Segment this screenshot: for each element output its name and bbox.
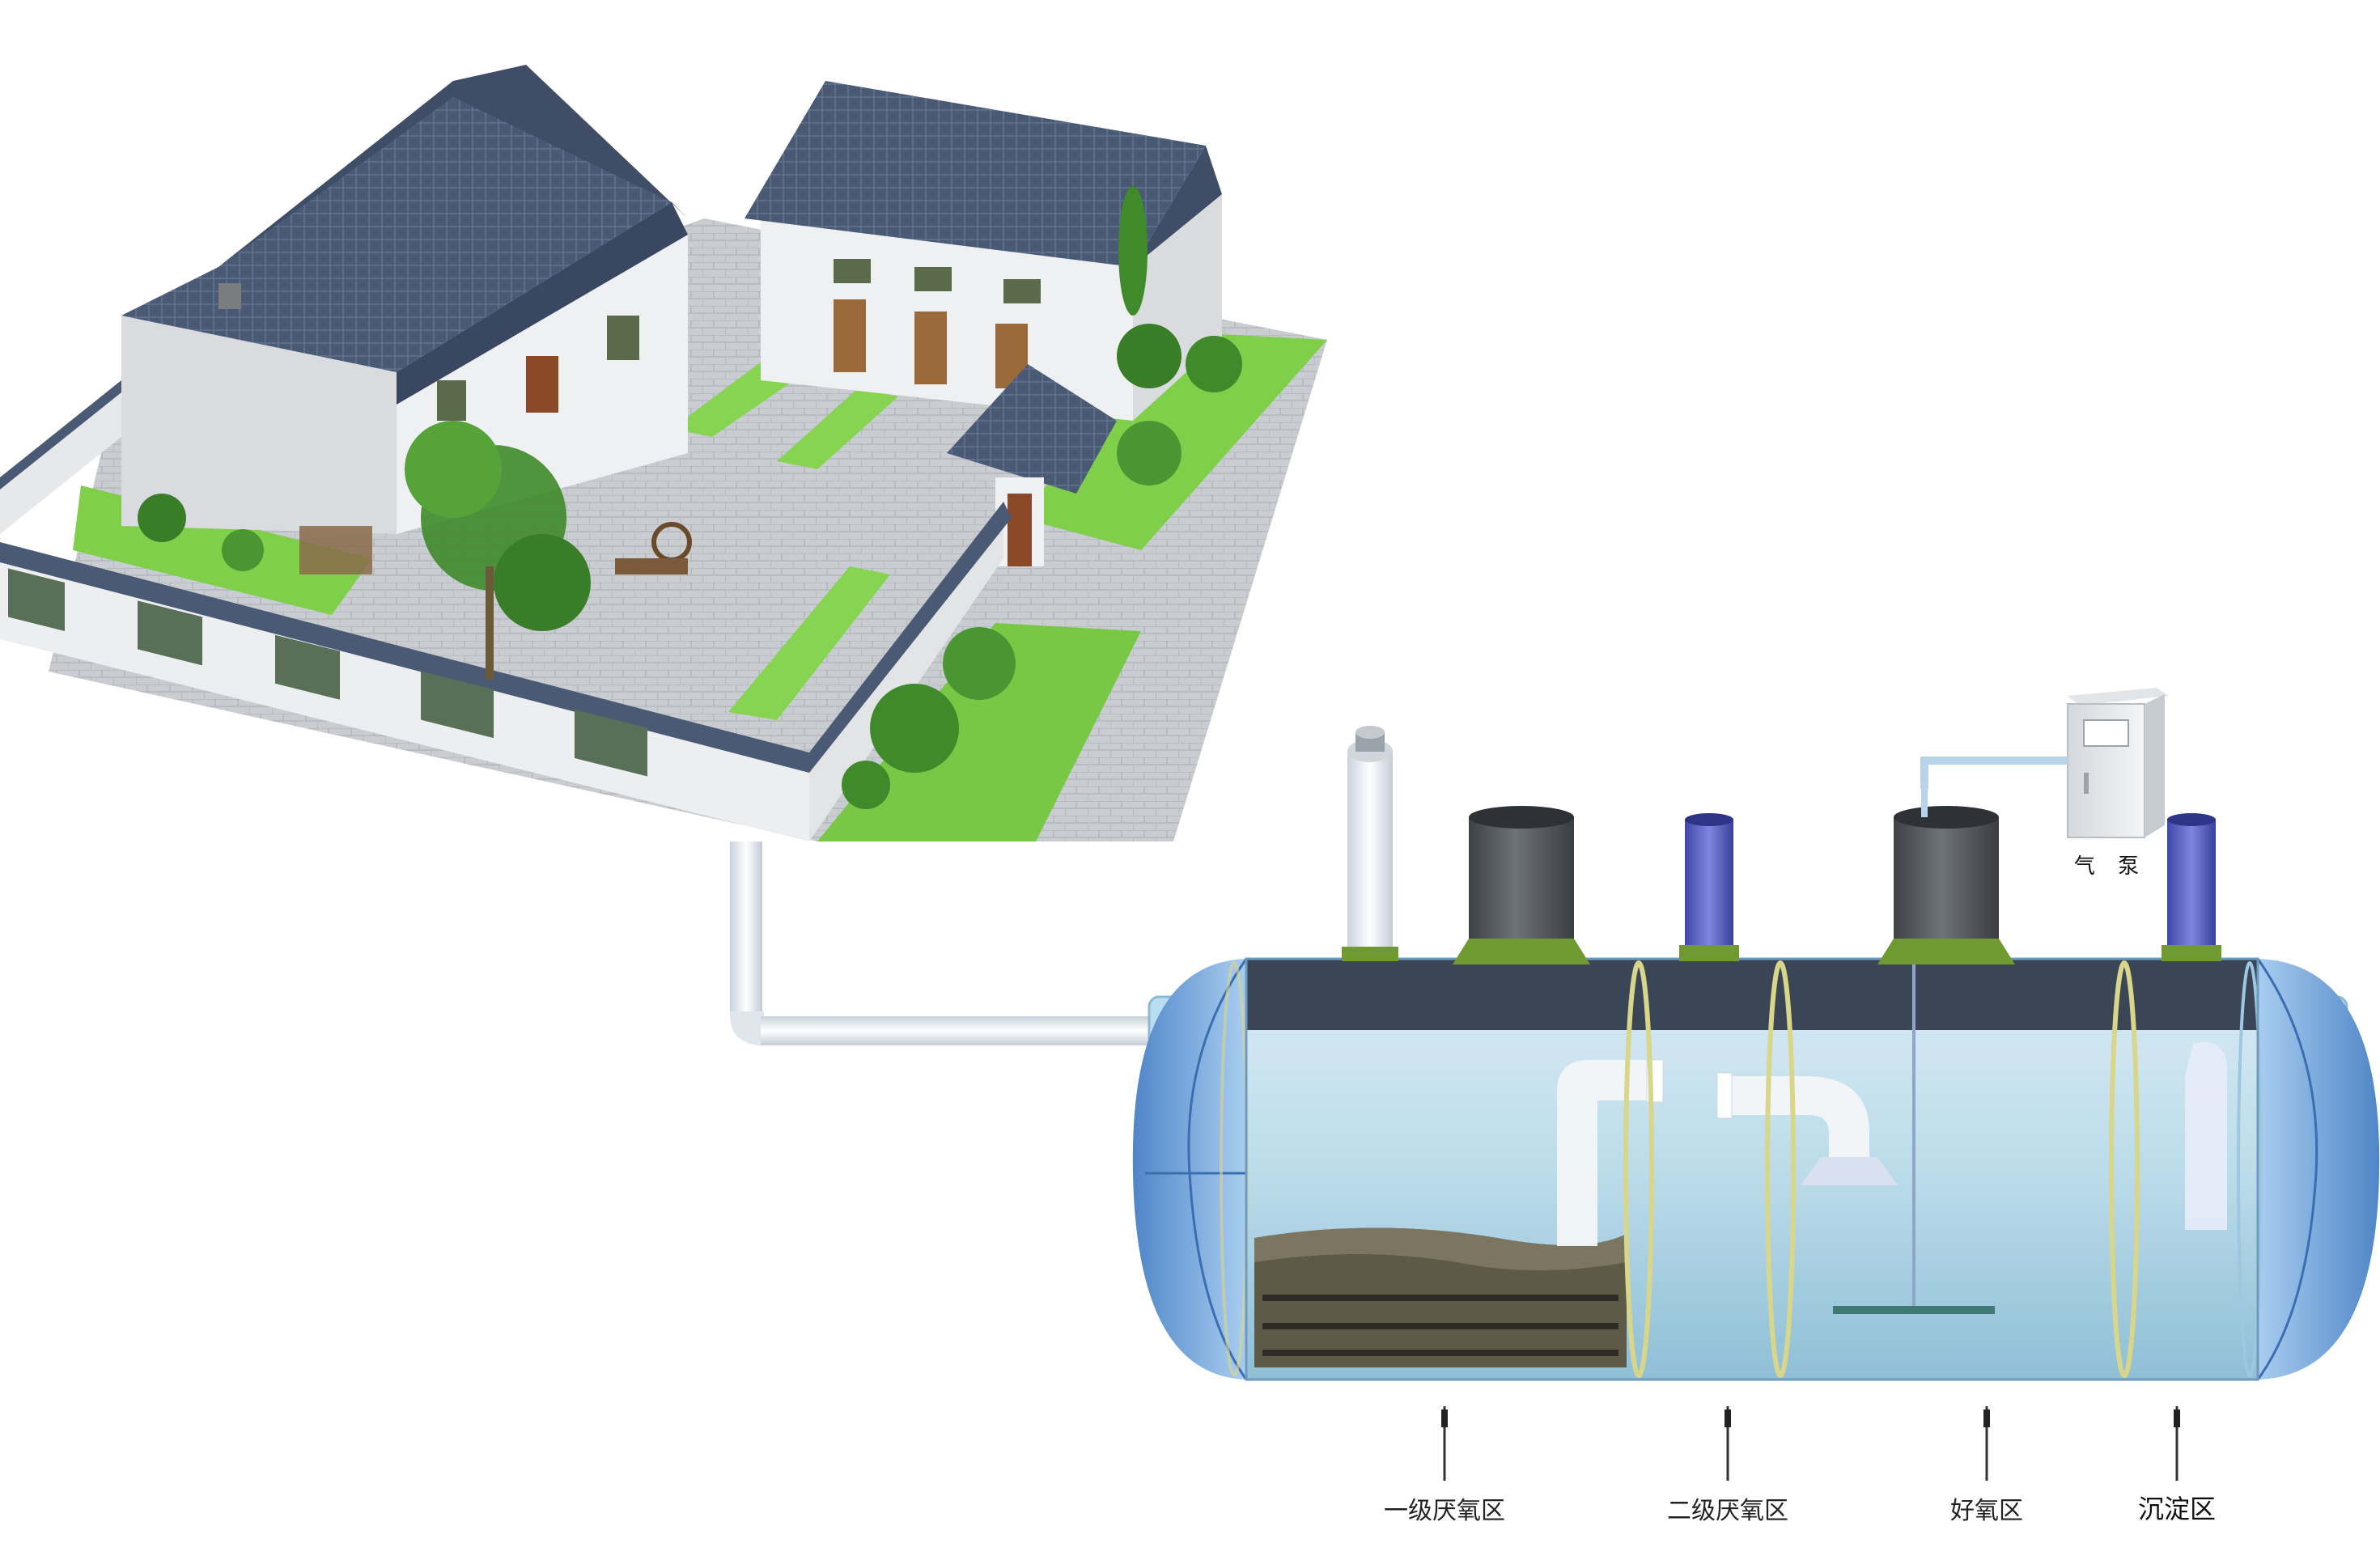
trees — [138, 186, 1242, 809]
zone-marker-3 — [1983, 1406, 1990, 1481]
outer-wall-front — [0, 502, 1012, 841]
air-pump-label: 气 泵 — [2073, 854, 2148, 879]
zone-label-sedimentation: 沉淀区 — [2137, 1494, 2217, 1524]
vent-pipe — [1342, 726, 1398, 961]
inspection-riser-1 — [1679, 813, 1739, 961]
air-line — [1920, 757, 2068, 817]
manhole-riser-1 — [1453, 806, 1590, 964]
treatment-tank — [1132, 957, 2380, 1381]
zone-marker-2 — [1725, 1406, 1731, 1481]
sludge-layer — [1254, 1227, 1627, 1367]
baffles — [1220, 960, 2263, 1378]
tank-end-right — [2258, 959, 2380, 1380]
zone-label-secondary-anaerobic: 二级厌氧区 — [1667, 1497, 1788, 1525]
tank-top-band — [1246, 959, 2258, 1030]
inspection-riser-2 — [2162, 813, 2221, 961]
aeration-diffuser — [1833, 959, 1995, 1314]
outer-wall-left — [0, 388, 121, 534]
lawn-center-2 — [777, 388, 898, 469]
zone-marker-1 — [1441, 1406, 1448, 1481]
lawn-front-right — [817, 623, 1141, 841]
air-pump-cabinet — [2067, 688, 2169, 838]
lawn-center-3 — [728, 566, 890, 720]
courtyard-furniture — [299, 522, 692, 574]
courtyard-house — [0, 65, 1327, 841]
zone-label-aerobic: 好氧区 — [1950, 1497, 2023, 1525]
zone-markers — [1441, 1406, 2180, 1481]
manhole-riser-2 — [1877, 806, 2015, 964]
zone-label-primary-anaerobic: 一级厌氧区 — [1384, 1497, 1505, 1525]
main-house — [121, 65, 688, 534]
zone-marker-4 — [2174, 1406, 2180, 1481]
drain-pipe — [730, 841, 1159, 1045]
